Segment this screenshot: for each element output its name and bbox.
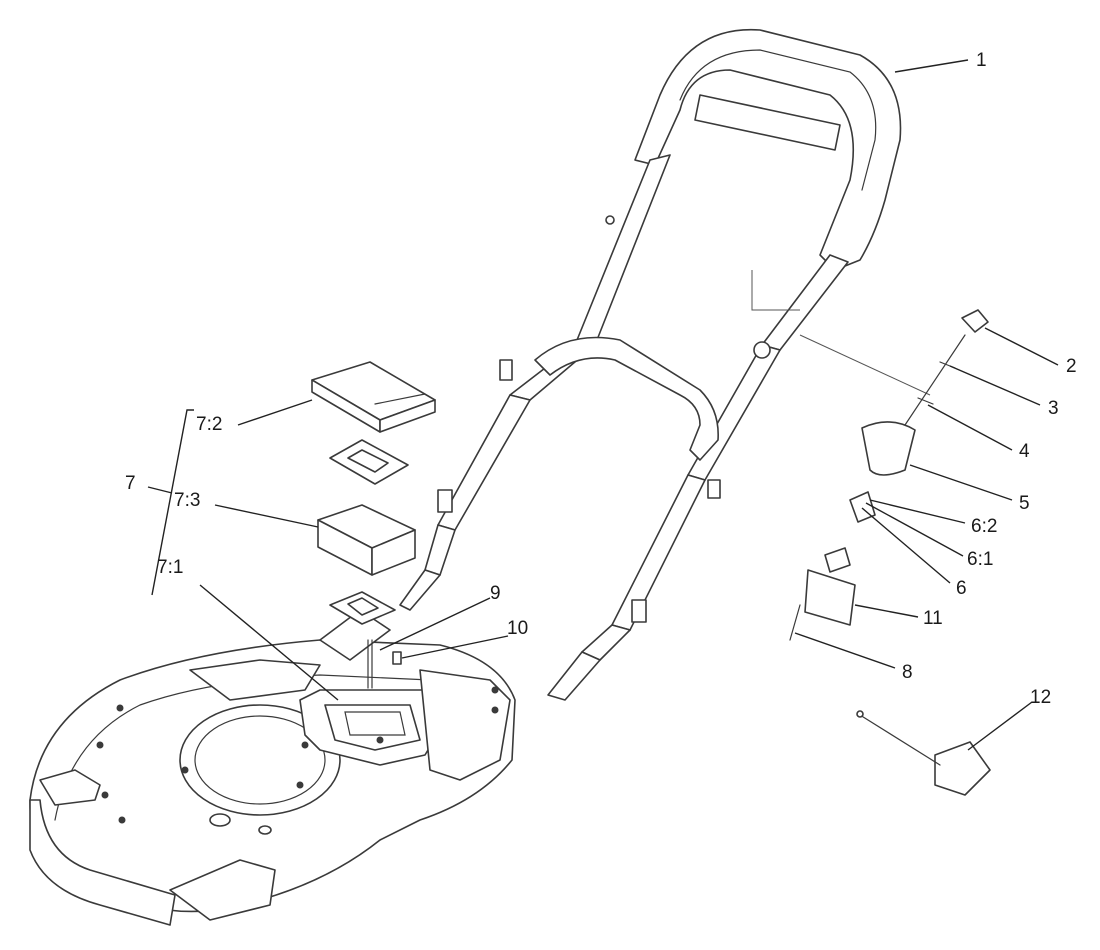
callout-5: 5 <box>1019 493 1030 514</box>
callout-9: 9 <box>490 583 501 604</box>
callout-2: 2 <box>1066 356 1077 377</box>
handle-assembly <box>399 28 931 701</box>
callout-12: 12 <box>1030 687 1052 708</box>
mower-deck <box>29 609 516 926</box>
callout-6-2: 6:2 <box>971 516 998 537</box>
callout-8: 8 <box>902 662 913 683</box>
small-parts-right <box>789 309 991 796</box>
callout-7-3: 7:3 <box>174 490 201 511</box>
callout-7-1: 7:1 <box>157 557 184 578</box>
callout-6: 6 <box>956 578 967 599</box>
callout-1: 1 <box>976 50 987 71</box>
callout-4: 4 <box>1019 441 1030 462</box>
callout-7: 7 <box>125 473 136 494</box>
callout-3: 3 <box>1048 398 1059 419</box>
callout-7-2: 7:2 <box>196 414 223 435</box>
leader-lines <box>147 59 1059 751</box>
callout-11: 11 <box>923 608 943 629</box>
battery-pack <box>311 361 436 689</box>
callout-6-1: 6:1 <box>967 549 994 570</box>
callout-10: 10 <box>507 618 529 639</box>
